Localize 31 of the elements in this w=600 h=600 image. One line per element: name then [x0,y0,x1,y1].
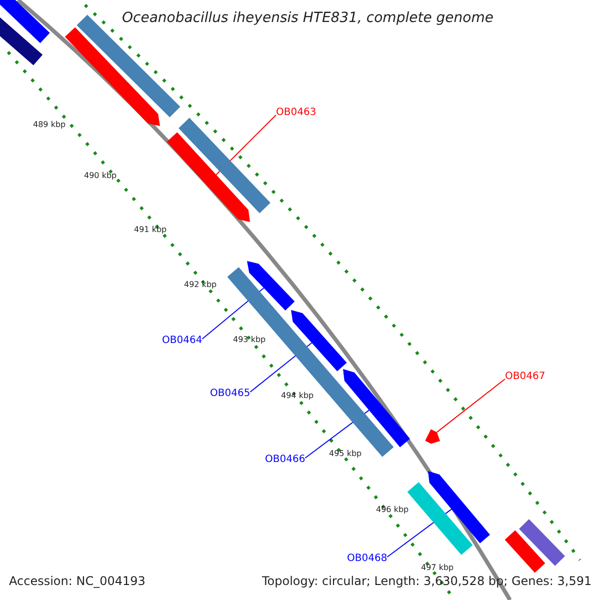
gene-feature [64,27,160,126]
genome-info-text: Topology: circular; Length: 3,630,528 bp; Genes: 3,591 [262,575,592,587]
tick-label: 489 kbp [33,121,66,129]
title: Oceanobacillus iheyensis HTE831, complete genome [122,11,494,25]
gene-feature [0,0,50,44]
tick-label: 497 kbp [421,564,454,572]
gene-label: OB0468 [347,554,388,564]
gene-feature [247,261,295,310]
gene-label: OB0466 [265,455,306,465]
tick-label: 493 kbp [233,336,266,344]
tick-label: 495 kbp [329,450,362,458]
tick-label: 496 kbp [376,506,409,514]
gene-label: OB0464 [162,336,202,346]
gene-feature [343,369,410,448]
tick-label: 494 kbp [281,392,314,400]
gene-feature [425,429,440,444]
gene-label: OB0467 [505,372,546,382]
tick-label: 490 kbp [84,172,117,180]
tick-label: 491 kbp [134,226,167,234]
gene-label: OB0465 [210,389,250,399]
gene-feature [428,471,490,544]
gene-label: OB0463 [276,108,316,118]
gene-feature [291,310,347,372]
gene-feature [407,482,473,555]
accession-text: Accession: NC_004193 [9,575,146,587]
tick-label: 492 kbp [184,281,217,289]
gene-feature [166,132,250,222]
gene-feature [178,118,270,214]
gene-feature [504,530,546,573]
leader-line [436,378,506,433]
gene-feature [519,519,565,566]
